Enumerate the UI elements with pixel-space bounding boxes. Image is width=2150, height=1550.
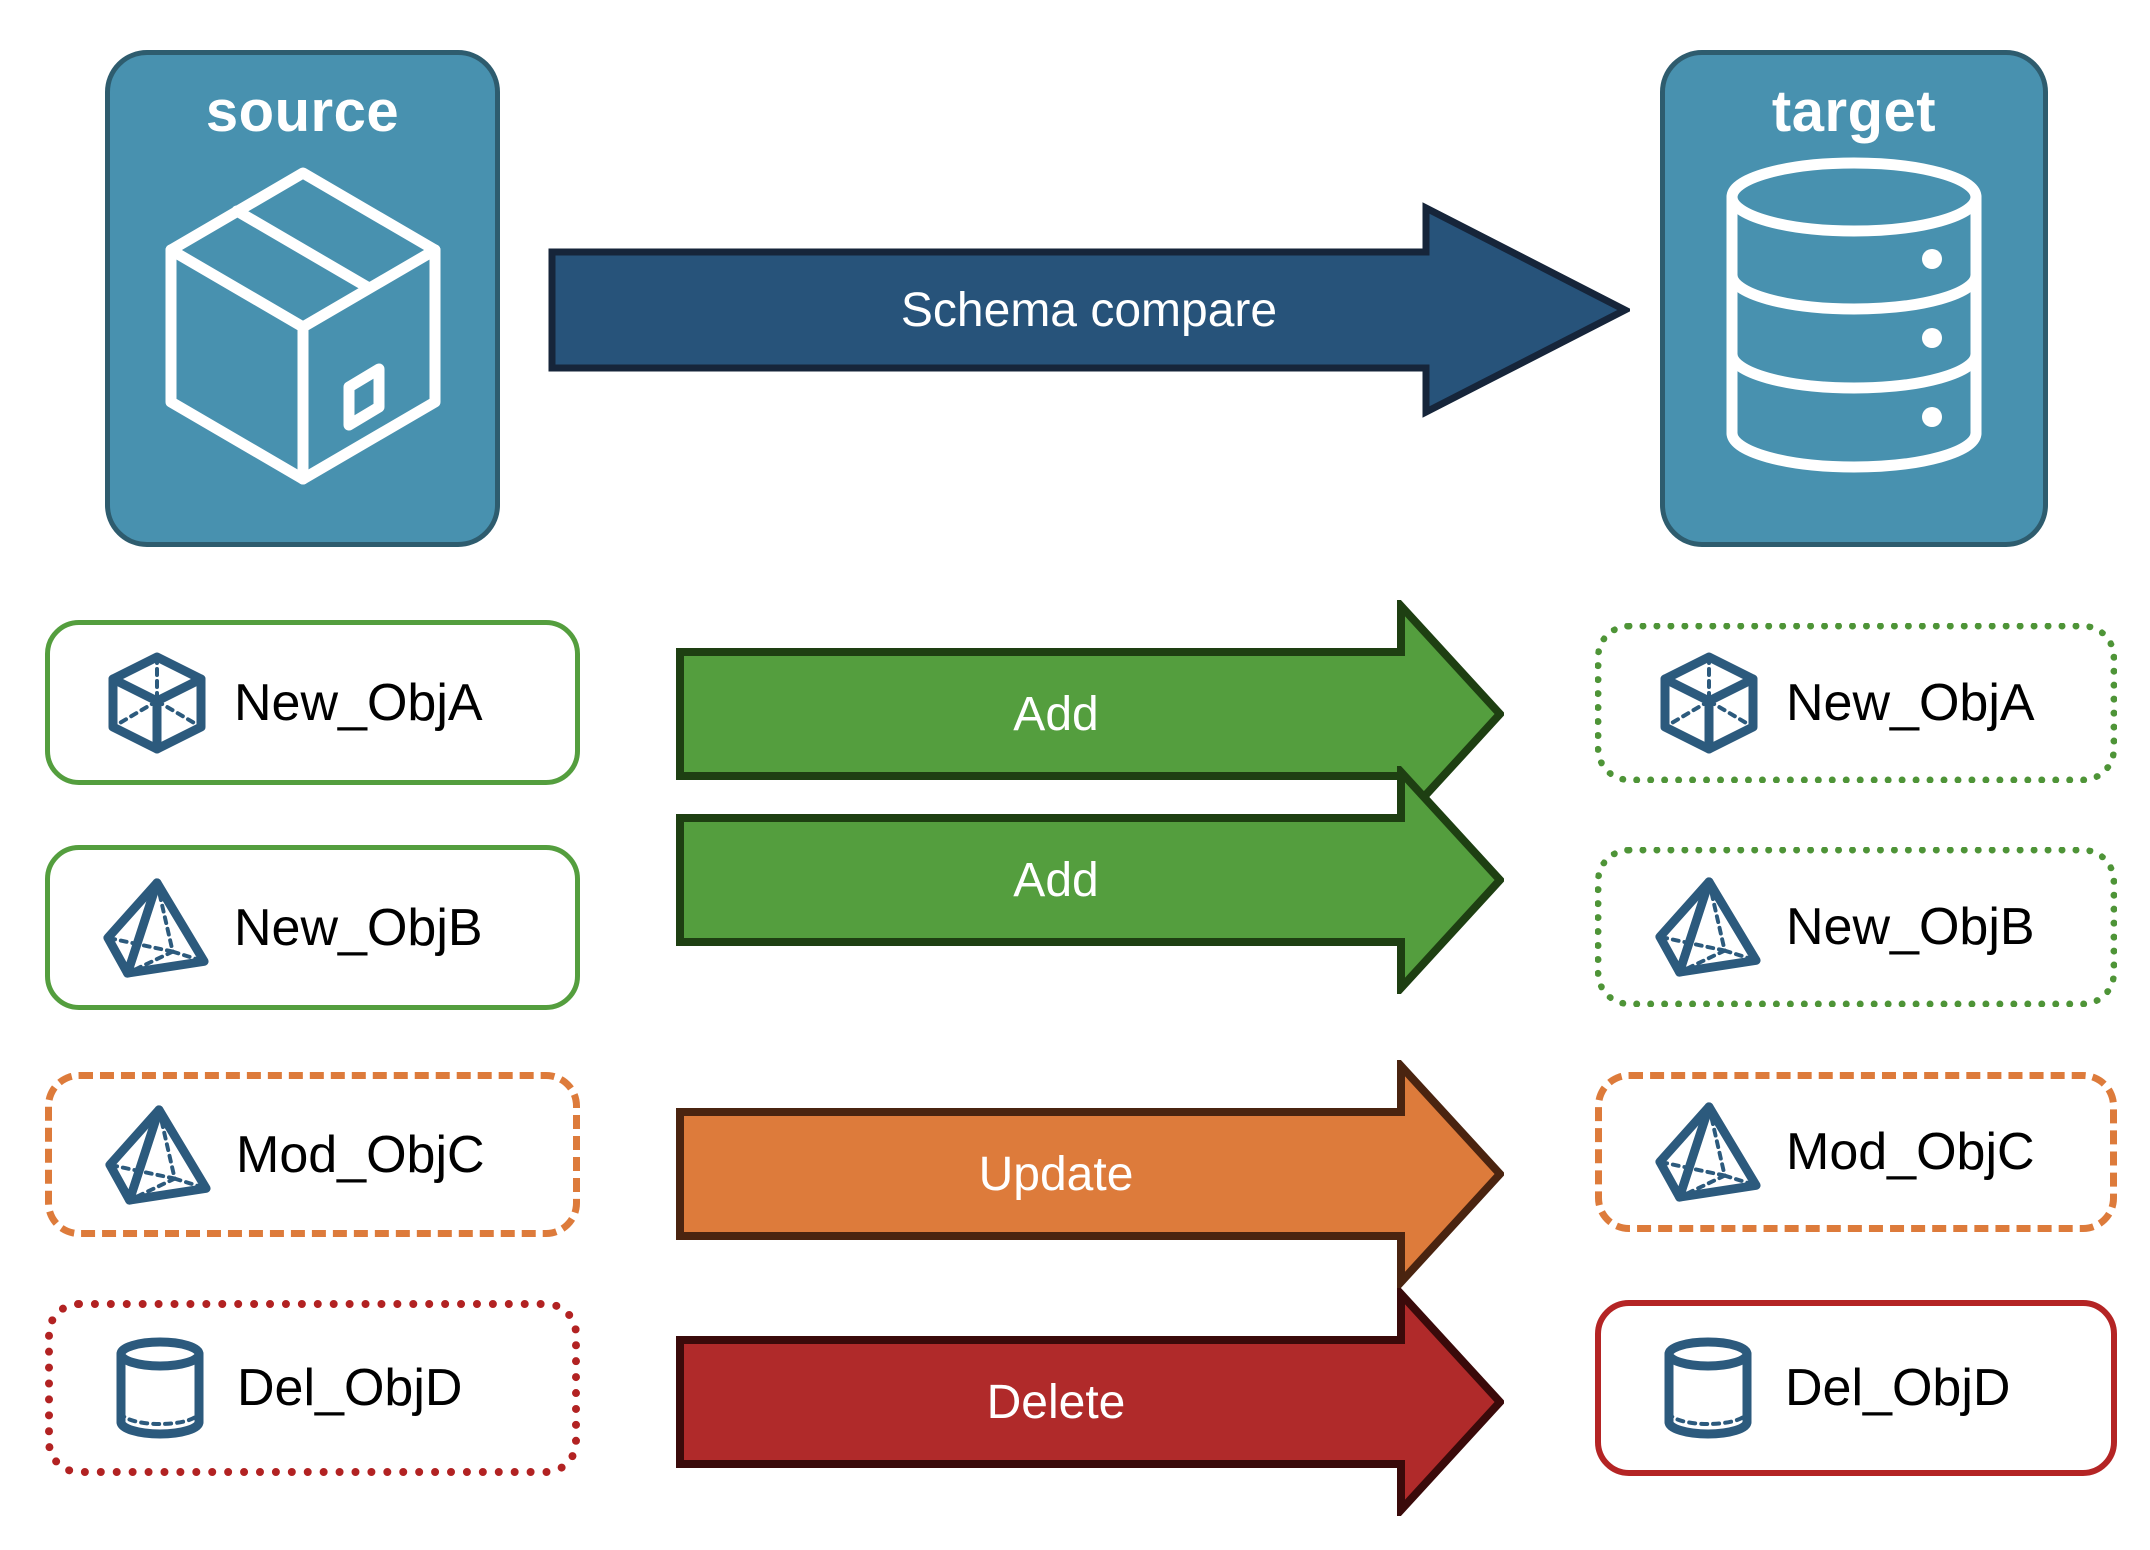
source-object-label-3: Mod_ObjC (236, 1125, 485, 1184)
source-object-row-1[interactable]: New_ObjA (45, 620, 580, 785)
target-object-label-1: New_ObjA (1786, 674, 2035, 732)
source-object-label-2: New_ObjB (234, 898, 483, 957)
wireframe-pyramid-icon (1654, 1097, 1764, 1207)
wireframe-pyramid-icon (102, 873, 212, 983)
source-object-label-4: Del_ObjD (237, 1359, 463, 1417)
target-title: target (1771, 79, 1937, 144)
target-object-row-2[interactable]: New_ObjB (1595, 847, 2117, 1007)
add-arrow-row-2 (676, 766, 1504, 994)
source-object-row-2[interactable]: New_ObjB (45, 845, 580, 1010)
update-arrow-row-3 (676, 1060, 1504, 1288)
database-cylinder-icon (1724, 155, 1984, 480)
wireframe-cylinder-icon (1653, 1333, 1763, 1443)
source-title: source (205, 79, 400, 144)
source-object-row-4[interactable]: Del_ObjD (45, 1300, 580, 1476)
target-object-row-4[interactable]: Del_ObjD (1595, 1300, 2117, 1476)
target-object-row-1[interactable]: New_ObjA (1595, 623, 2117, 783)
schema-compare-arrow (548, 202, 1630, 418)
delete-arrow-row-4 (676, 1288, 1504, 1516)
package-box-icon (153, 155, 453, 490)
wireframe-pyramid-icon (104, 1100, 214, 1210)
target-object-label-4: Del_ObjD (1785, 1359, 2011, 1417)
wireframe-cube-icon (1654, 648, 1764, 758)
target-object-row-3[interactable]: Mod_ObjC (1595, 1072, 2117, 1232)
source-object-label-1: New_ObjA (234, 673, 483, 732)
source-object-row-3[interactable]: Mod_ObjC (45, 1072, 580, 1237)
target-card: target (1660, 50, 2048, 547)
add-arrow-row-1 (676, 600, 1504, 828)
wireframe-pyramid-icon (1654, 872, 1764, 982)
wireframe-cylinder-icon (105, 1333, 215, 1443)
target-object-label-3: Mod_ObjC (1786, 1123, 2035, 1181)
wireframe-cube-icon (102, 648, 212, 758)
target-object-label-2: New_ObjB (1786, 898, 2035, 956)
source-card: source (105, 50, 500, 547)
